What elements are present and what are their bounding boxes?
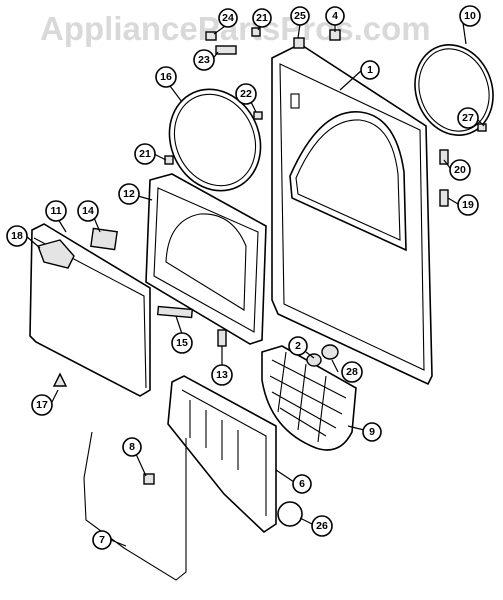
- svg-text:9: 9: [369, 426, 375, 438]
- svg-text:25: 25: [294, 10, 306, 22]
- svg-text:2: 2: [295, 340, 301, 352]
- callout-2: 2: [288, 336, 308, 356]
- part-2-knob-cap: [306, 353, 322, 367]
- svg-text:7: 7: [99, 534, 105, 546]
- callout-17: 17: [31, 394, 53, 416]
- svg-text:20: 20: [454, 164, 466, 176]
- svg-text:10: 10: [464, 10, 476, 22]
- svg-text:17: 17: [36, 399, 48, 411]
- callout-9: 9: [362, 422, 382, 442]
- svg-text:8: 8: [129, 441, 135, 453]
- svg-text:24: 24: [222, 12, 234, 24]
- svg-text:27: 27: [462, 112, 474, 124]
- svg-text:21: 21: [139, 148, 151, 160]
- callout-25: 25: [290, 6, 310, 26]
- part-14-pad: [90, 227, 118, 251]
- callout-10: 10: [459, 5, 481, 27]
- svg-text:18: 18: [11, 230, 23, 242]
- callout-4: 4: [325, 6, 345, 26]
- svg-text:14: 14: [82, 205, 94, 217]
- part-22-clip: [253, 111, 263, 120]
- callout-15: 15: [171, 332, 193, 354]
- svg-text:15: 15: [176, 337, 188, 349]
- callout-7: 7: [92, 530, 112, 550]
- callout-16: 16: [155, 66, 177, 88]
- callout-18: 18: [6, 225, 28, 247]
- svg-text:23: 23: [198, 54, 210, 66]
- callout-1: 1: [360, 60, 380, 80]
- part-8-bracket: [143, 473, 155, 485]
- callout-12: 12: [118, 183, 140, 205]
- part-12-inner-door-liner: [145, 173, 267, 345]
- svg-text:16: 16: [160, 71, 172, 83]
- callout-27: 27: [457, 107, 479, 129]
- callout-13: 13: [211, 364, 233, 386]
- callout-14: 14: [77, 200, 99, 222]
- part-25-clip: [293, 37, 305, 49]
- part-21-clip-top: [251, 27, 261, 37]
- part-1-outer-door-panel: [271, 43, 433, 386]
- callout-21-top: 21: [252, 8, 272, 28]
- part-27-clip: [477, 123, 487, 132]
- part-21-clip-left: [164, 155, 174, 165]
- part-23-block: [215, 45, 237, 55]
- part-17-bumper: [52, 372, 68, 387]
- part-19-hinge-bracket: [439, 189, 449, 207]
- svg-text:11: 11: [50, 205, 61, 217]
- callout-19: 19: [457, 194, 479, 216]
- svg-text:6: 6: [299, 478, 305, 490]
- callout-28: 28: [341, 361, 363, 383]
- part-6-lint-filter-housing: [167, 375, 277, 534]
- callout-6: 6: [292, 474, 312, 494]
- part-7-wire-rod: [83, 431, 187, 581]
- svg-text:22: 22: [240, 88, 252, 100]
- part-18-door-handle: [37, 239, 75, 269]
- part-28-knob: [321, 344, 339, 360]
- svg-text:26: 26: [316, 520, 328, 532]
- callout-23: 23: [193, 49, 215, 71]
- callout-22: 22: [235, 83, 257, 105]
- part-26-o-ring: [277, 501, 303, 527]
- svg-text:12: 12: [123, 188, 135, 200]
- part-24-clip: [205, 31, 217, 41]
- svg-text:4: 4: [332, 10, 338, 22]
- svg-text:28: 28: [346, 366, 358, 378]
- callout-24: 24: [218, 8, 238, 28]
- svg-text:1: 1: [367, 64, 373, 76]
- svg-text:21: 21: [256, 12, 268, 24]
- part-16-door-gasket-ring: [168, 88, 262, 192]
- callout-8: 8: [122, 437, 142, 457]
- part-9-lint-filter-screen: [261, 345, 357, 451]
- callout-21-left: 21: [134, 143, 156, 165]
- part-13-clip: [217, 329, 227, 347]
- callout-11: 11: [45, 200, 67, 222]
- callout-20: 20: [449, 159, 471, 181]
- svg-text:13: 13: [216, 369, 228, 381]
- part-20-hinge-bracket: [439, 149, 449, 165]
- part-15-strip: [156, 305, 194, 319]
- svg-text:19: 19: [462, 199, 474, 211]
- callout-26: 26: [311, 515, 333, 537]
